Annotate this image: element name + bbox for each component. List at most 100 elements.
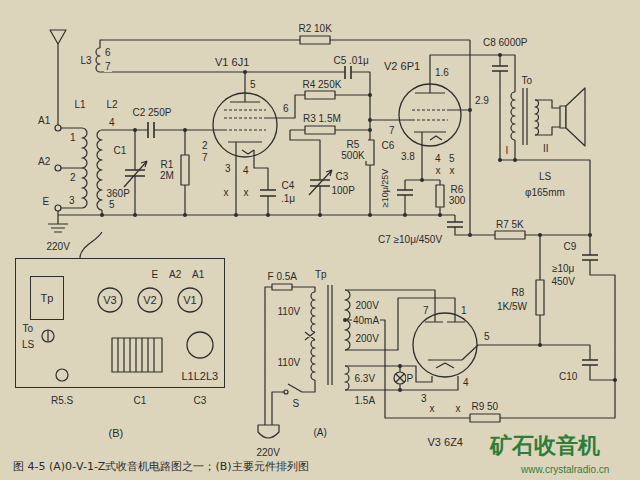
component-label: 40mA xyxy=(352,315,380,326)
terminal-label: A1 xyxy=(37,115,51,126)
junction-dot xyxy=(368,213,372,217)
component-label: 110V xyxy=(277,306,302,317)
component-label: C8 6000P xyxy=(482,37,528,48)
pin-number: 7 xyxy=(201,152,209,163)
junction-dot xyxy=(368,128,372,132)
terminal-label: E xyxy=(42,196,51,207)
watermark: www.crystalradio.cn xyxy=(520,464,610,475)
pin-number: 3 xyxy=(420,393,428,404)
junction-dot xyxy=(420,178,424,182)
pin-number: 5 xyxy=(108,199,116,210)
component-label: 6.3V xyxy=(354,373,377,384)
junction-dot xyxy=(234,213,238,217)
component-label: I xyxy=(505,145,510,156)
circle-outline xyxy=(187,332,213,358)
component-label: C7 ≥10μ/450V xyxy=(377,234,443,245)
terminal xyxy=(55,125,61,131)
component-label: ≥10μ/25V xyxy=(381,167,391,208)
resistor-symbol xyxy=(300,36,330,44)
component-label: To xyxy=(22,323,35,334)
component-label: .1μ xyxy=(280,193,296,204)
speaker-cone xyxy=(566,88,585,146)
junction-dot xyxy=(588,233,592,237)
heading-label: V1 6J1 xyxy=(215,56,249,68)
circle-outline xyxy=(138,288,162,312)
pin-number: 5 xyxy=(483,331,491,342)
chassis-panel: (B)TpV3V2V1L1L2L3 xyxy=(15,258,225,388)
component-label: 200V xyxy=(355,300,380,311)
component-label: R9 50 xyxy=(471,401,500,412)
coil-symbol xyxy=(345,290,350,390)
component-label: C5 .01μ xyxy=(333,55,370,66)
junction-dot xyxy=(100,213,104,217)
component-label: 200V xyxy=(355,333,380,344)
component-label: L1 xyxy=(74,99,87,110)
vacuum-tube: V2 6P1 xyxy=(398,83,462,147)
node-label: Tp xyxy=(41,292,54,304)
pin-number: 3.8 xyxy=(400,151,416,162)
lamp-symbol xyxy=(394,372,406,384)
component-label: C1 xyxy=(113,145,128,156)
pin-number: 6 xyxy=(282,103,290,114)
component-label: (A) xyxy=(313,427,328,438)
component-label: φ165mm xyxy=(524,187,566,198)
pin-number: 4 xyxy=(462,377,470,388)
component-label: S xyxy=(292,398,301,409)
resistor-symbol xyxy=(181,155,189,185)
tube-socket: V3 xyxy=(97,287,123,313)
heading-label: (B) xyxy=(109,427,124,439)
pin-number: 1.6 xyxy=(434,67,450,78)
fuse-symbol xyxy=(272,284,292,290)
component-label: 360P xyxy=(106,188,131,199)
transformer-box: Tp xyxy=(30,276,64,320)
resistor-symbol xyxy=(470,414,500,422)
resistor-symbol xyxy=(436,185,444,207)
pin-number: 1 xyxy=(69,132,77,143)
coil-symbol xyxy=(311,292,315,380)
component-label: C3 xyxy=(335,171,350,182)
component-label: 1K/5W xyxy=(496,301,528,312)
junction-dot xyxy=(343,318,347,322)
component-label: 220V xyxy=(256,447,281,458)
component-label: C10 xyxy=(558,371,578,382)
junction-dot xyxy=(183,213,187,217)
component-label: ≥10μ xyxy=(551,263,575,274)
knob-symbol xyxy=(42,330,54,342)
component-label: LS xyxy=(538,171,552,182)
outline-svg xyxy=(412,312,478,378)
node-label: V3 xyxy=(103,294,116,306)
component-label: II xyxy=(542,143,550,154)
coil-form: L1L2L3 xyxy=(186,331,214,359)
component-label: R4 250K xyxy=(302,79,343,90)
component-label: R3 1.5M xyxy=(302,113,342,124)
knob-symbol xyxy=(47,330,48,342)
outline-svg xyxy=(212,92,278,158)
junction-dot xyxy=(613,378,617,382)
terminal-label: A2 xyxy=(37,156,51,167)
resistor-symbol xyxy=(305,126,335,134)
junction-dot xyxy=(133,213,137,217)
junction-dot xyxy=(538,233,542,237)
pin-number: x xyxy=(429,403,436,414)
variable-arrow xyxy=(124,161,332,195)
resistor-symbol xyxy=(536,280,544,315)
component-label: R5 500K xyxy=(338,139,368,161)
terminal-label: E xyxy=(151,269,160,280)
capacitor-symbol xyxy=(125,65,598,365)
component-label: 220V xyxy=(46,241,71,252)
component-label: Tp xyxy=(314,269,328,280)
component-label: C1 xyxy=(133,395,148,406)
outline-svg xyxy=(398,83,462,147)
pin-number: 7 xyxy=(388,125,396,136)
component-label: L2 xyxy=(106,99,119,110)
terminal xyxy=(55,205,61,211)
component-label: F 0.5A xyxy=(267,271,298,282)
ground-symbol xyxy=(48,215,68,232)
junction-dot xyxy=(318,213,322,217)
circle-outline xyxy=(399,84,461,146)
junction-dot xyxy=(368,118,372,122)
component-label: C3 xyxy=(193,395,208,406)
pin-number: 7 xyxy=(422,305,430,316)
